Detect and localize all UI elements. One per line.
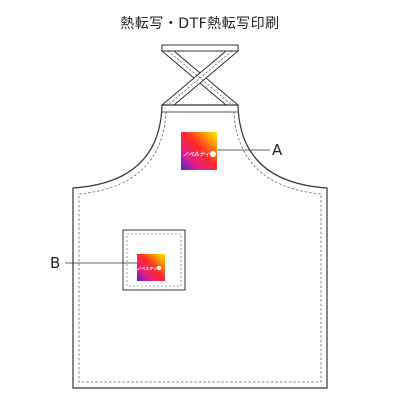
print-area-b: ノベルティー <box>137 254 165 281</box>
placement-label-b: B <box>50 254 61 272</box>
logo-text-b: ノベルティー <box>137 266 163 271</box>
logo-text-a: ノベルティー <box>183 151 216 158</box>
apron-straps <box>160 44 240 106</box>
apron-stitching <box>78 111 322 383</box>
logo-swatch-a <box>181 132 217 170</box>
print-area-a: ノベルティー <box>181 132 217 170</box>
placement-label-a: A <box>272 141 283 159</box>
page-title: 熱転写・DTF熱転写印刷 <box>120 16 280 32</box>
apron-body <box>72 104 328 389</box>
